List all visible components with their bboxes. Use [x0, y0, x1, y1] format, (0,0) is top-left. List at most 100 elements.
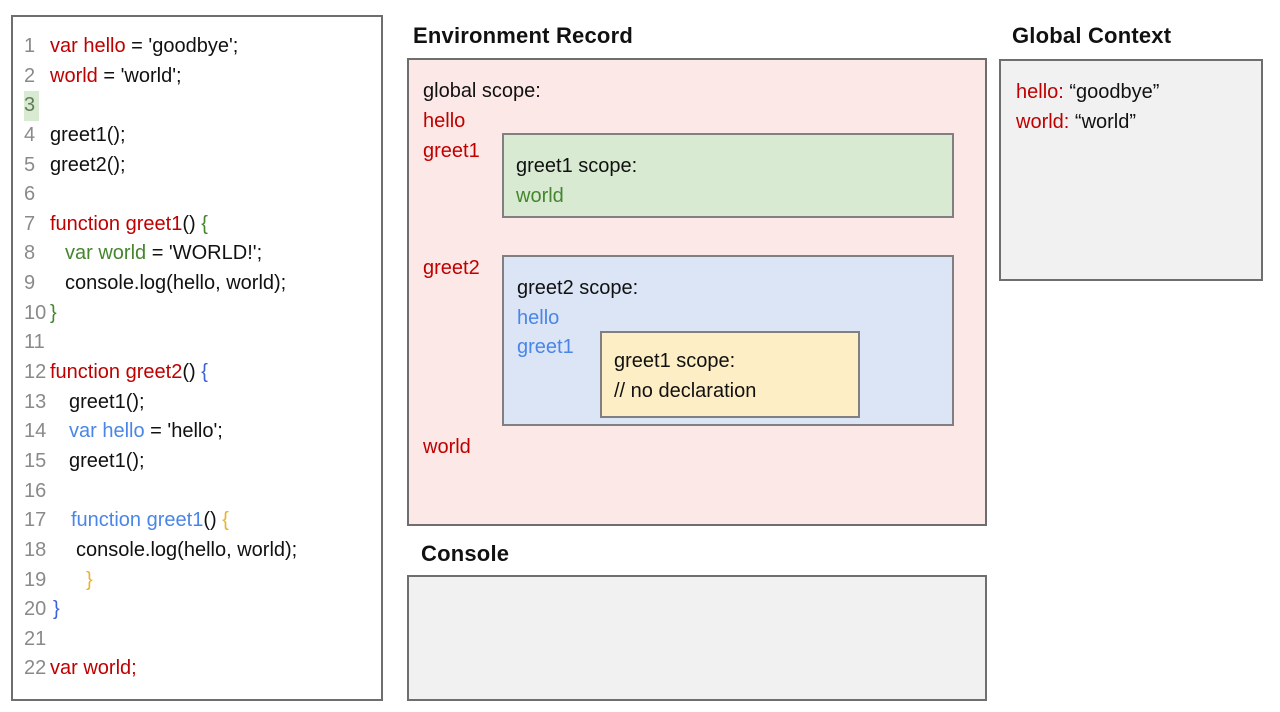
global-context-entry-hello: hello: “goodbye”: [1016, 77, 1261, 107]
greet1-scope-label: greet1 scope:: [516, 155, 638, 177]
code-segment: = 'hello';: [144, 420, 223, 443]
code-line: 2 world = 'world';: [13, 62, 381, 92]
inner-greet1-scope-comment: // no declaration: [614, 379, 757, 402]
code-line: 8 var world = 'WORLD!';: [13, 239, 381, 269]
line-number: 9: [24, 272, 36, 295]
global-var-hello: hello: [423, 110, 466, 132]
code-line: 13 greet1();: [13, 388, 381, 418]
gc-value-world: “world”: [1069, 111, 1137, 133]
code-line: 1 var hello = 'goodbye';: [13, 32, 381, 62]
code-line: 10}: [13, 299, 381, 329]
code-text: }: [50, 299, 57, 329]
code-segment: }: [53, 598, 60, 621]
code-segment: greet1();: [69, 390, 145, 413]
console-title: Console: [421, 541, 510, 566]
code-text: function greet1() {: [50, 506, 229, 536]
code-segment: }: [86, 568, 93, 591]
line-number: 6: [24, 183, 36, 206]
code-text: console.log(hello, world);: [50, 269, 286, 299]
highlighted-line-number: 3: [24, 91, 39, 121]
gc-value-hello: “goodbye”: [1063, 81, 1160, 103]
code-segment: var hello: [50, 35, 126, 57]
code-text: world = 'world';: [50, 62, 182, 92]
greet2-scope-label: greet2 scope:: [517, 277, 639, 299]
console-output-box: [407, 575, 987, 701]
code-segment: (): [182, 361, 202, 384]
line-number: 22: [24, 657, 47, 680]
global-var-greet2: greet2: [423, 257, 480, 279]
line-number: 11: [24, 331, 45, 354]
line-number: 4: [24, 123, 36, 146]
code-line: 16: [13, 477, 381, 507]
code-text: greet1();: [50, 447, 145, 477]
gc-key-world: world:: [1016, 111, 1070, 133]
inner-greet1-scope-label: greet1 scope:: [614, 350, 736, 372]
code-segment: function greet2: [50, 361, 183, 384]
line-number: 20: [24, 598, 47, 621]
code-text: var hello = 'hello';: [50, 417, 223, 447]
code-segment: function greet1: [71, 509, 204, 532]
code-text: console.log(hello, world);: [50, 536, 297, 566]
code-segment: = 'world';: [97, 64, 182, 87]
code-segment: console.log(hello, world);: [76, 538, 298, 561]
global-var-world: world: [423, 436, 471, 458]
code-segment: greet1();: [69, 449, 145, 472]
code-text: var hello = 'goodbye';: [50, 32, 238, 62]
greet2-scope-box: greet2 scope: hello greet1 greet1 scope:…: [502, 255, 954, 426]
line-number: 2: [24, 64, 36, 87]
line-number: 19: [24, 568, 47, 591]
code-segment: var world;: [50, 657, 137, 680]
code-segment: greet2();: [50, 153, 126, 176]
line-number: 17: [24, 509, 47, 532]
code-segment: world: [50, 64, 98, 87]
global-context-box: hello: “goodbye” world: “world”: [999, 59, 1263, 281]
code-segment: {: [201, 212, 208, 235]
greet2-scope-var-greet1: greet1: [517, 336, 574, 358]
global-var-greet1: greet1: [423, 140, 480, 162]
code-text: greet1();: [50, 388, 145, 418]
line-number: 15: [24, 449, 47, 472]
code-line: 3: [13, 91, 381, 121]
line-number: 16: [24, 479, 47, 502]
code-segment: {: [201, 361, 208, 384]
code-segment: console.log(hello, world);: [65, 272, 287, 295]
code-line: 19}: [13, 566, 381, 596]
greet1-scope-var-world: world: [516, 184, 564, 207]
code-segment: {: [222, 509, 229, 532]
code-editor-panel: 1 var hello = 'goodbye'; 2 world = 'world';…: [11, 15, 383, 701]
code-segment: function greet1: [50, 212, 183, 235]
line-number: 1: [24, 35, 36, 57]
line-number: 13: [24, 390, 47, 413]
line-number: 12: [24, 361, 47, 384]
code-segment: = 'WORLD!';: [146, 242, 263, 265]
code-text: greet2();: [50, 151, 126, 181]
inner-greet1-scope-box: greet1 scope: // no declaration: [600, 331, 860, 418]
code-line: 4 greet1();: [13, 121, 381, 151]
line-number: 8: [24, 242, 36, 265]
greet2-scope-var-hello: hello: [517, 306, 560, 329]
environment-record-title: Environment Record: [413, 23, 633, 48]
global-scope-box: global scope: hello greet1 greet2 world …: [407, 58, 987, 526]
line-number: 3: [13, 91, 50, 121]
global-context-entry-world: world: “world”: [1016, 107, 1261, 137]
code-line: 15 greet1();: [13, 447, 381, 477]
code-text: function greet2() {: [50, 358, 208, 388]
code-text: var world;: [50, 654, 137, 684]
code-segment: greet1();: [50, 123, 126, 146]
code-segment: (): [203, 509, 223, 532]
line-number: 10: [24, 301, 47, 324]
code-segment: (): [182, 212, 202, 235]
code-segment: var world: [65, 242, 147, 265]
code-line: 9 console.log(hello, world);: [13, 269, 381, 299]
code-text: var world = 'WORLD!';: [50, 239, 262, 269]
line-number: 14: [24, 420, 47, 443]
code-lines: 1 var hello = 'goodbye'; 2 world = 'world';…: [13, 17, 381, 684]
line-number: 21: [24, 627, 47, 650]
